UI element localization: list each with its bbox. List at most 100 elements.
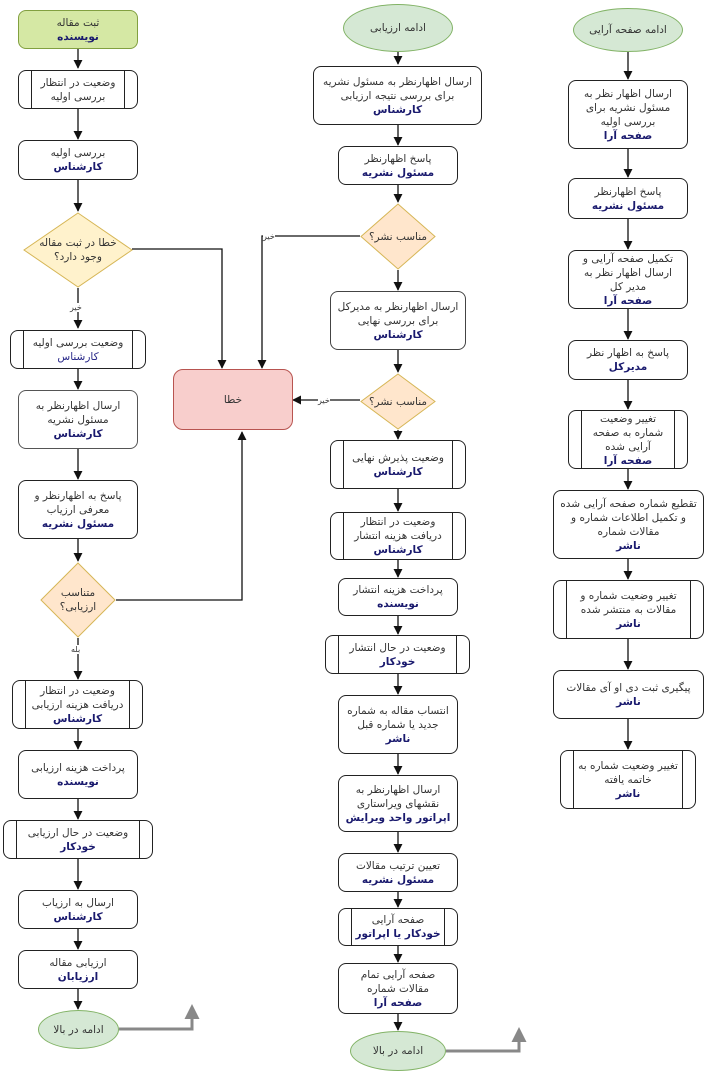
node-role: کارشناس bbox=[52, 712, 103, 725]
node-text: متناسب ارزیابی؟ bbox=[59, 587, 97, 613]
node-text: صفحه آرایی bbox=[371, 914, 425, 926]
status-node-awaiting-publication-fee[interactable]: وضعیت در انتظار دریافت هزینه انتشار کارش… bbox=[330, 512, 466, 560]
process-node-send-to-journal-manager[interactable]: ارسال اظهارنظر به مسئول نشریه کارشناس bbox=[18, 390, 138, 449]
node-text: پرداخت هزینه ارزیابی bbox=[31, 761, 125, 774]
edge-label-yes: بله bbox=[71, 645, 81, 654]
node-text: ارسال اظهارنظر به مسئول نشریه bbox=[35, 399, 121, 426]
node-role: کارشناس bbox=[53, 161, 103, 173]
node-role: نویسنده bbox=[57, 30, 99, 43]
node-role: نویسنده bbox=[57, 775, 99, 788]
node-role: کارشناس bbox=[57, 350, 99, 363]
node-text: ادامه در بالا bbox=[372, 1045, 424, 1057]
process-node-send-to-director[interactable]: ارسال اظهارنظر به مدیرکل برای بررسی نهای… bbox=[330, 291, 466, 350]
process-node-split-issue[interactable]: تقطیع شماره صفحه آرایی شده و تکمیل اطلاع… bbox=[553, 490, 704, 559]
node-role: اپراتور واحد ویرایش bbox=[345, 811, 451, 824]
node-role: کارشناس bbox=[53, 910, 103, 923]
node-role: ناشر bbox=[616, 695, 641, 708]
process-node-send-to-reviewer[interactable]: ارسال به ارزیاب کارشناس bbox=[18, 890, 138, 929]
node-text: پیگیری ثبت دی او آی مقالات bbox=[566, 681, 691, 694]
terminal-node-continue-above[interactable]: ادامه در بالا bbox=[38, 1010, 119, 1049]
status-node-layout[interactable]: صفحه آرایی خودکار یا اپراتور bbox=[338, 908, 458, 946]
process-node-pay-review-fee[interactable]: پرداخت هزینه ارزیابی نویسنده bbox=[18, 750, 138, 799]
process-node-assign-to-issue[interactable]: انتساب مقاله به شماره جدید یا شماره قبل … bbox=[338, 695, 458, 754]
decision-node-suitable-for-publication[interactable]: مناسب نشر؟ bbox=[360, 203, 436, 270]
node-text: ارسال به ارزیاب bbox=[42, 896, 114, 909]
status-node-awaiting-initial-review[interactable]: وضعیت در انتظار بررسی اولیه bbox=[18, 70, 138, 109]
node-role: صفحه آرا bbox=[603, 454, 653, 467]
process-node-complete-layout[interactable]: تکمیل صفحه آرایی و ارسال اظهار نظر به مد… bbox=[568, 250, 688, 309]
process-node-pay-publication-fee[interactable]: پرداخت هزینه انتشار نویسنده bbox=[338, 578, 458, 616]
node-role: مسئول نشریه bbox=[41, 517, 115, 530]
node-role: نویسنده bbox=[377, 598, 419, 610]
node-role: خودکار bbox=[60, 840, 96, 853]
error-node[interactable]: خطا bbox=[173, 369, 293, 430]
decision-node-submission-error[interactable]: خطا در ثبت مقاله وجود دارد؟ bbox=[23, 212, 133, 288]
terminal-node-continue-layout[interactable]: ادامه صفحه آرایی bbox=[573, 8, 683, 52]
node-text: وضعیت در حال ارزیابی bbox=[27, 826, 129, 839]
process-node-layout-all-articles[interactable]: صفحه آرایی تمام مقالات شماره صفحه آرا bbox=[338, 963, 458, 1014]
start-node-submit-article[interactable]: ثبت مقاله نویسنده bbox=[18, 10, 138, 49]
node-text: خطا bbox=[223, 393, 243, 406]
process-node-initial-review[interactable]: بررسی اولیه کارشناس bbox=[18, 140, 138, 180]
node-role: کارشناس bbox=[373, 465, 423, 478]
node-role: ناشر bbox=[616, 539, 641, 552]
process-node-track-doi[interactable]: پیگیری ثبت دی او آی مقالات ناشر bbox=[553, 670, 704, 719]
decision-node-suitable-for-publication-final[interactable]: مناسب نشر؟ bbox=[360, 373, 436, 430]
node-text: مناسب نشر؟ bbox=[368, 230, 428, 243]
node-role: ناشر bbox=[385, 732, 411, 745]
node-text: ارسال اظهارنظر به مدیرکل برای بررسی نهای… bbox=[337, 300, 459, 327]
status-node-awaiting-review-fee[interactable]: وضعیت در انتظار دریافت هزینه ارزیابی کار… bbox=[12, 680, 143, 729]
node-text: ثبت مقاله bbox=[56, 16, 100, 29]
status-node-initial-review[interactable]: وضعیت بررسی اولیه کارشناس bbox=[10, 330, 146, 369]
node-text: ادامه در بالا bbox=[53, 1023, 104, 1036]
node-text: ارسال اظهارنظر به مسئول نشریه برای بررسی… bbox=[322, 75, 473, 102]
node-text: وضعیت بررسی اولیه bbox=[32, 336, 124, 349]
node-role: صفحه آرا bbox=[373, 996, 423, 1009]
node-role: خودکار bbox=[379, 655, 416, 668]
process-node-review-article[interactable]: ارزیابی مقاله ارزیابان bbox=[18, 950, 138, 989]
node-text: وضعیت در انتظار بررسی اولیه bbox=[40, 76, 116, 103]
status-node-published[interactable]: تغییر وضعیت شماره و مقالات به منتشر شده … bbox=[553, 580, 704, 639]
node-text: خطا در ثبت مقاله وجود دارد؟ bbox=[39, 237, 117, 263]
node-text: بررسی اولیه bbox=[50, 147, 106, 159]
node-role: صفحه آرا bbox=[603, 294, 653, 307]
node-role: کارشناس bbox=[373, 544, 423, 556]
continue-arrow bbox=[119, 1004, 200, 1031]
node-text: وضعیت در انتظار دریافت هزینه ارزیابی bbox=[31, 684, 124, 711]
node-text: پاسخ به اظهار نظر bbox=[587, 347, 669, 359]
node-text: انتساب مقاله به شماره جدید یا شماره قبل bbox=[347, 704, 449, 731]
status-node-under-review[interactable]: وضعیت در حال ارزیابی خودکار bbox=[3, 820, 153, 859]
terminal-node-continue-review[interactable]: ادامه ارزیابی bbox=[343, 4, 453, 52]
node-text: پاسخ اظهارنظر bbox=[364, 152, 432, 165]
process-node-respond-opinion[interactable]: پاسخ اظهارنظر مسئول نشریه bbox=[568, 178, 688, 219]
status-node-layout-done[interactable]: تغییر وضعیت شماره به صفحه آرایی شده صفحه… bbox=[568, 410, 688, 469]
terminal-node-continue-above[interactable]: ادامه در بالا bbox=[350, 1031, 446, 1071]
process-node-respond-opinion[interactable]: پاسخ اظهارنظر مسئول نشریه bbox=[338, 146, 458, 185]
status-node-closed[interactable]: تغییر وضعیت شماره به خاتمه یافته ناشر bbox=[560, 750, 696, 809]
node-text: ادامه ارزیابی bbox=[370, 22, 426, 34]
process-node-send-review-result[interactable]: ارسال اظهارنظر به مسئول نشریه برای بررسی… bbox=[313, 66, 482, 125]
node-role: مسئول نشریه bbox=[591, 199, 665, 212]
process-node-send-layout-for-review[interactable]: ارسال اظهار نظر به مسئول نشریه برای بررس… bbox=[568, 80, 688, 149]
process-node-director-response[interactable]: پاسخ به اظهار نظر مدیرکل bbox=[568, 340, 688, 380]
node-text: ارسال اظهار نظر به مسئول نشریه برای بررس… bbox=[584, 87, 672, 128]
edge-label-no: خیر bbox=[263, 232, 275, 241]
node-text: ارسال اظهارنظر به نقشهای ویراستاری bbox=[355, 783, 441, 810]
node-role: ناشر bbox=[616, 617, 641, 630]
node-text: وضعیت پذیرش نهایی bbox=[352, 451, 444, 464]
node-text: تعیین ترتیب مقالات bbox=[355, 859, 441, 872]
status-node-final-acceptance[interactable]: وضعیت پذیرش نهایی کارشناس bbox=[330, 440, 466, 489]
node-text: پرداخت هزینه انتشار bbox=[353, 584, 443, 596]
status-node-publishing[interactable]: وضعیت در حال انتشار خودکار bbox=[325, 635, 470, 674]
process-node-respond-and-assign-reviewer[interactable]: پاسخ به اظهارنظر و معرفی ارزیاب مسئول نش… bbox=[18, 480, 138, 539]
edge bbox=[257, 235, 360, 369]
process-node-order-articles[interactable]: تعیین ترتیب مقالات مسئول نشریه bbox=[338, 853, 458, 892]
decision-node-suitable-for-review[interactable]: متناسب ارزیابی؟ bbox=[40, 562, 116, 638]
continue-arrow bbox=[446, 1027, 527, 1053]
edge-label-no: خیر bbox=[318, 396, 330, 405]
process-node-send-to-editors[interactable]: ارسال اظهارنظر به نقشهای ویراستاری اپرات… bbox=[338, 775, 458, 832]
node-text: ادامه صفحه آرایی bbox=[589, 24, 667, 36]
node-text: ارزیابی مقاله bbox=[49, 956, 107, 969]
